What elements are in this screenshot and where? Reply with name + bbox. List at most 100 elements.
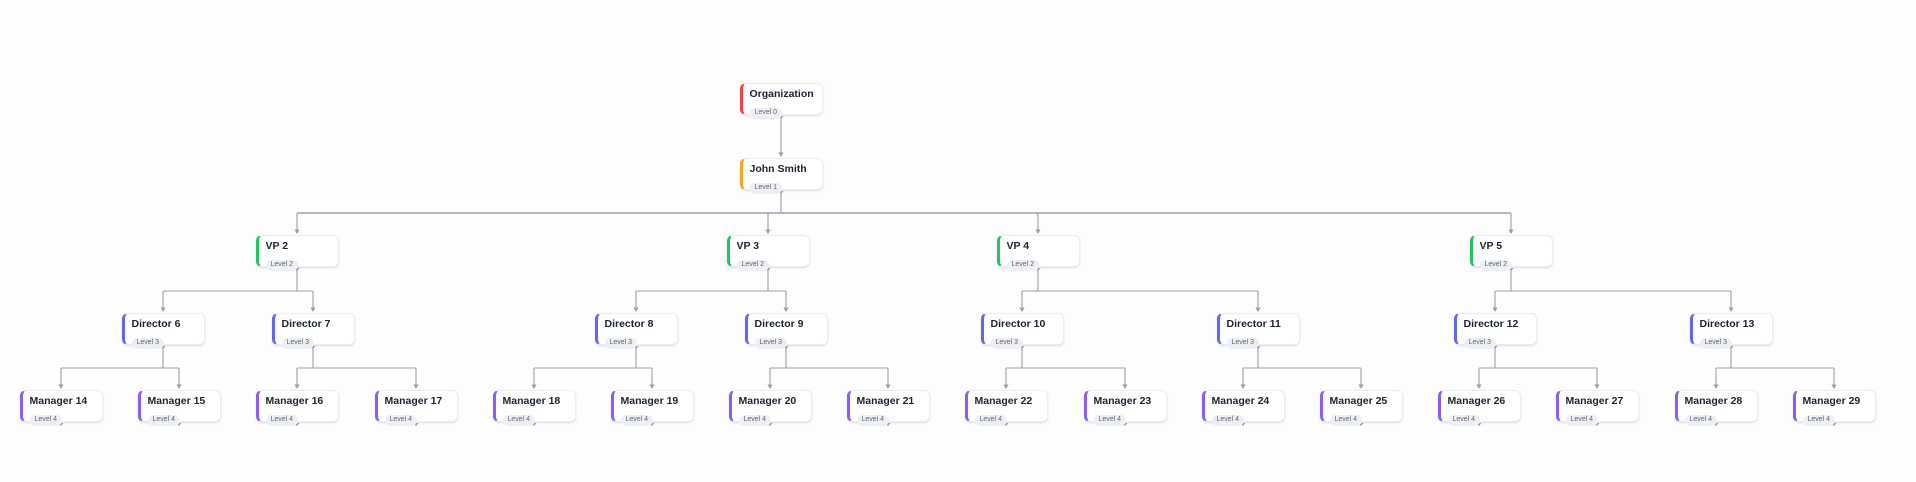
node-title: VP 3: [736, 240, 760, 252]
arrow-down-icon: [778, 152, 784, 157]
node-level-badge: Level 4: [856, 414, 890, 426]
node-title: Organization: [749, 88, 814, 100]
node-title: Manager 26: [1447, 395, 1506, 407]
arrow-down-icon: [1492, 307, 1498, 312]
node-level-badge: Level 4: [620, 414, 654, 426]
node-director-12[interactable]: Director 12 Level 3: [1453, 313, 1537, 349]
node-level-badge: Level 4: [1447, 414, 1481, 426]
node-title: Director 13: [1699, 318, 1755, 330]
arrow-down-icon: [1240, 384, 1246, 389]
node-level-badge: Level 4: [1211, 414, 1245, 426]
node-level-badge: Level 4: [974, 414, 1008, 426]
node-manager-15[interactable]: Manager 15 Level 4: [137, 390, 221, 426]
arrow-down-icon: [1035, 229, 1041, 234]
node-title: Director 7: [281, 318, 331, 330]
node-director-13[interactable]: Director 13 Level 3: [1689, 313, 1773, 349]
node-title: Manager 19: [620, 395, 679, 407]
node-title: Manager 25: [1329, 395, 1388, 407]
node-manager-23[interactable]: Manager 23 Level 4: [1083, 390, 1167, 426]
arrow-down-icon: [767, 384, 773, 389]
node-level-badge: Level 4: [1093, 414, 1127, 426]
arrow-down-icon: [294, 229, 300, 234]
node-director-7[interactable]: Director 7 Level 3: [271, 313, 355, 349]
node-manager-24[interactable]: Manager 24 Level 4: [1201, 390, 1285, 426]
node-manager-26[interactable]: Manager 26 Level 4: [1437, 390, 1521, 426]
node-level-badge: Level 4: [738, 414, 772, 426]
node-title: VP 4: [1006, 240, 1030, 252]
node-level-badge: Level 3: [131, 337, 165, 349]
node-title: Manager 22: [974, 395, 1033, 407]
node-title: Director 12: [1463, 318, 1519, 330]
node-level-badge: Level 4: [29, 414, 63, 426]
node-manager-25[interactable]: Manager 25 Level 4: [1319, 390, 1403, 426]
node-level-badge: Level 3: [754, 337, 788, 349]
node-manager-28[interactable]: Manager 28 Level 4: [1674, 390, 1758, 426]
node-vp-3[interactable]: VP 3 Level 2: [726, 235, 810, 271]
node-level-badge: Level 0: [749, 107, 783, 119]
node-title: Manager 18: [502, 395, 561, 407]
node-title: Manager 21: [856, 395, 915, 407]
arrow-down-icon: [176, 384, 182, 389]
node-title: Manager 24: [1211, 395, 1270, 407]
node-level-badge: Level 4: [147, 414, 181, 426]
node-title: Manager 27: [1565, 395, 1624, 407]
node-title: Manager 28: [1684, 395, 1743, 407]
node-manager-21[interactable]: Manager 21 Level 4: [846, 390, 930, 426]
node-level-badge: Level 3: [1463, 337, 1497, 349]
node-title: Manager 23: [1093, 395, 1152, 407]
arrow-down-icon: [1358, 384, 1364, 389]
arrow-down-icon: [294, 384, 300, 389]
arrow-down-icon: [649, 384, 655, 389]
arrow-down-icon: [1728, 307, 1734, 312]
node-vp-4[interactable]: VP 4 Level 2: [996, 235, 1080, 271]
arrow-down-icon: [1476, 384, 1482, 389]
node-manager-18[interactable]: Manager 18 Level 4: [492, 390, 576, 426]
node-level-badge: Level 4: [1684, 414, 1718, 426]
node-title: Director 10: [990, 318, 1046, 330]
node-level-badge: Level 2: [1006, 259, 1040, 271]
node-manager-29[interactable]: Manager 29 Level 4: [1792, 390, 1876, 426]
node-manager-22[interactable]: Manager 22 Level 4: [964, 390, 1048, 426]
node-title: Manager 16: [265, 395, 324, 407]
node-manager-16[interactable]: Manager 16 Level 4: [255, 390, 339, 426]
node-level-badge: Level 2: [1479, 259, 1513, 271]
node-manager-19[interactable]: Manager 19 Level 4: [610, 390, 694, 426]
arrow-down-icon: [1019, 307, 1025, 312]
node-level-badge: Level 1: [749, 182, 783, 194]
node-level-badge: Level 3: [281, 337, 315, 349]
node-level-badge: Level 3: [604, 337, 638, 349]
node-manager-20[interactable]: Manager 20 Level 4: [728, 390, 812, 426]
node-title: Manager 15: [147, 395, 206, 407]
node-title: Director 11: [1226, 318, 1281, 330]
node-title: Manager 29: [1802, 395, 1861, 407]
node-manager-17[interactable]: Manager 17 Level 4: [374, 390, 458, 426]
arrow-down-icon: [765, 229, 771, 234]
node-title: Manager 20: [738, 395, 797, 407]
node-title: VP 5: [1479, 240, 1503, 252]
node-level-badge: Level 4: [1329, 414, 1363, 426]
arrow-down-icon: [1594, 384, 1600, 389]
node-level-badge: Level 4: [1802, 414, 1836, 426]
node-level-badge: Level 4: [384, 414, 418, 426]
arrow-down-icon: [413, 384, 419, 389]
arrow-down-icon: [1508, 229, 1514, 234]
node-level-badge: Level 4: [502, 414, 536, 426]
node-title: Manager 17: [384, 395, 443, 407]
node-level-badge: Level 2: [736, 259, 770, 271]
node-level-badge: Level 4: [265, 414, 299, 426]
arrow-down-icon: [885, 384, 891, 389]
node-level-badge: Level 3: [1699, 337, 1733, 349]
arrow-down-icon: [1831, 384, 1837, 389]
arrow-down-icon: [160, 307, 166, 312]
node-vp-5[interactable]: VP 5 Level 2: [1469, 235, 1553, 271]
